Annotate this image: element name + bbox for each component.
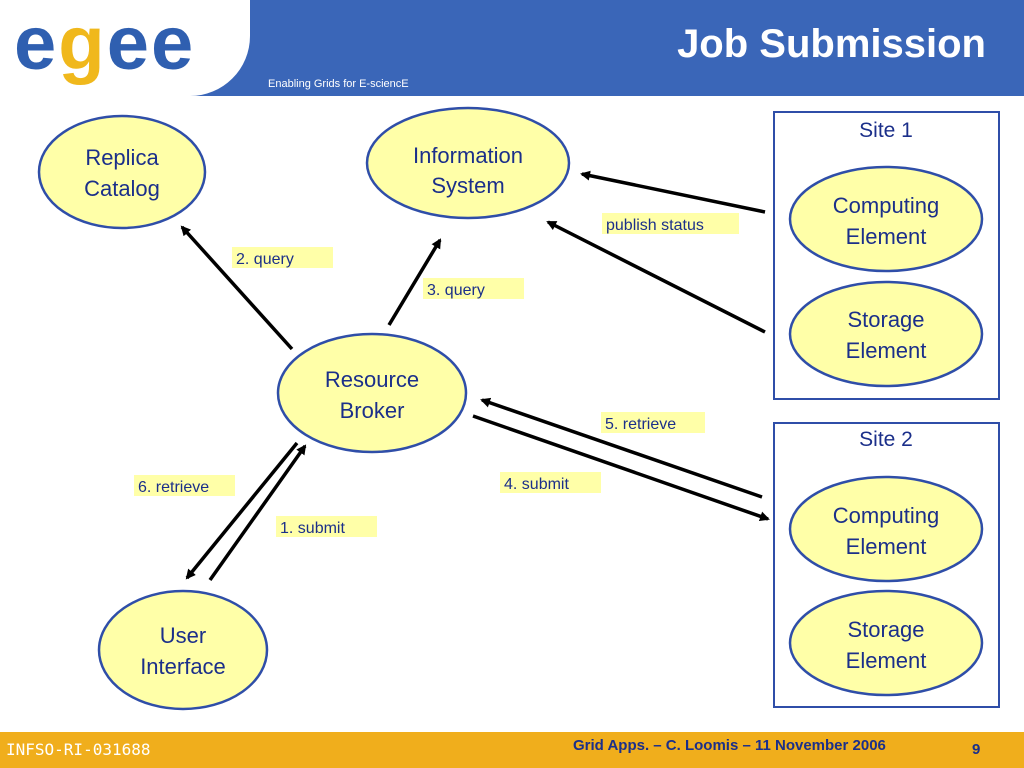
- node-label-line: Broker: [340, 398, 405, 423]
- arrow-ce1-to-is: [580, 170, 766, 214]
- footer-credits: Grid Apps. – C. Loomis – 11 November 200…: [573, 737, 886, 754]
- arrow-se1-to-is: [546, 220, 766, 334]
- node-information-system: Information System: [365, 106, 571, 220]
- arrow-rb-to-ce2: [472, 414, 770, 522]
- node-label-line: Element: [846, 534, 927, 559]
- label-bg-query-is: [423, 278, 524, 299]
- node-label-line: Storage: [847, 617, 924, 642]
- label-bg-query-rc: [232, 247, 333, 268]
- node-label-line: Replica: [85, 145, 159, 170]
- node-label-line: Catalog: [84, 176, 160, 201]
- label-submit-site: 4. submit: [504, 476, 569, 493]
- arrow-rb-to-is: [387, 238, 442, 326]
- label-query-is: 3. query: [427, 282, 485, 299]
- label-submit: 1. submit: [280, 520, 345, 537]
- label-query-rc: 2. query: [236, 251, 294, 268]
- node-user-interface: User Interface: [97, 589, 269, 711]
- node-label-line: Element: [846, 224, 927, 249]
- footer-bar: [0, 732, 1024, 768]
- node-label-line: Storage: [847, 307, 924, 332]
- site1-label: Site 1: [859, 119, 913, 142]
- node-site1-computing-element: Computing Element: [788, 165, 984, 273]
- site2-box: [773, 422, 1000, 708]
- label-retrieve-site: 5. retrieve: [605, 416, 676, 433]
- node-site1-storage-element: Storage Element: [788, 280, 984, 388]
- label-bg-retrieve-site: [601, 412, 705, 433]
- label-bg-submit: [276, 516, 377, 537]
- label-bg-publish: [602, 213, 739, 234]
- egee-logo: egee: [14, 1, 196, 86]
- node-label-line: User: [160, 623, 206, 648]
- arrow-rb-to-ui: [185, 441, 299, 580]
- label-bg-submit-site: [500, 472, 601, 493]
- header-strip: [0, 90, 1024, 96]
- node-replica-catalog: Replica Catalog: [37, 114, 207, 230]
- node-resource-broker: Resource Broker: [276, 332, 468, 454]
- node-label-line: Computing: [833, 503, 939, 528]
- node-label-line: Element: [846, 338, 927, 363]
- node-label-line: Element: [846, 648, 927, 673]
- arrow-ce2-to-rb: [480, 397, 763, 499]
- node-label-line: Resource: [325, 367, 419, 392]
- arrow-rb-to-rc: [180, 225, 294, 351]
- page-title: Job Submission: [677, 22, 986, 66]
- node-site2-storage-element: Storage Element: [788, 589, 984, 697]
- node-label-line: Interface: [140, 654, 226, 679]
- label-publish: publish status: [606, 217, 704, 234]
- node-label-line: System: [431, 173, 504, 198]
- node-label-line: Computing: [833, 193, 939, 218]
- label-bg-retrieve-ui: [134, 475, 235, 496]
- footer-project-id: INFSO-RI-031688: [6, 740, 151, 759]
- label-retrieve-ui: 6. retrieve: [138, 479, 209, 496]
- node-label-line: Information: [413, 143, 523, 168]
- logo-panel: egee: [0, 0, 250, 96]
- tagline: Enabling Grids for E-sciencE: [268, 78, 409, 90]
- arrow-ui-to-rb: [208, 444, 307, 582]
- node-site2-computing-element: Computing Element: [788, 475, 984, 583]
- site2-label: Site 2: [859, 428, 913, 451]
- site1-box: [773, 111, 1000, 400]
- page-number: 9: [972, 741, 981, 758]
